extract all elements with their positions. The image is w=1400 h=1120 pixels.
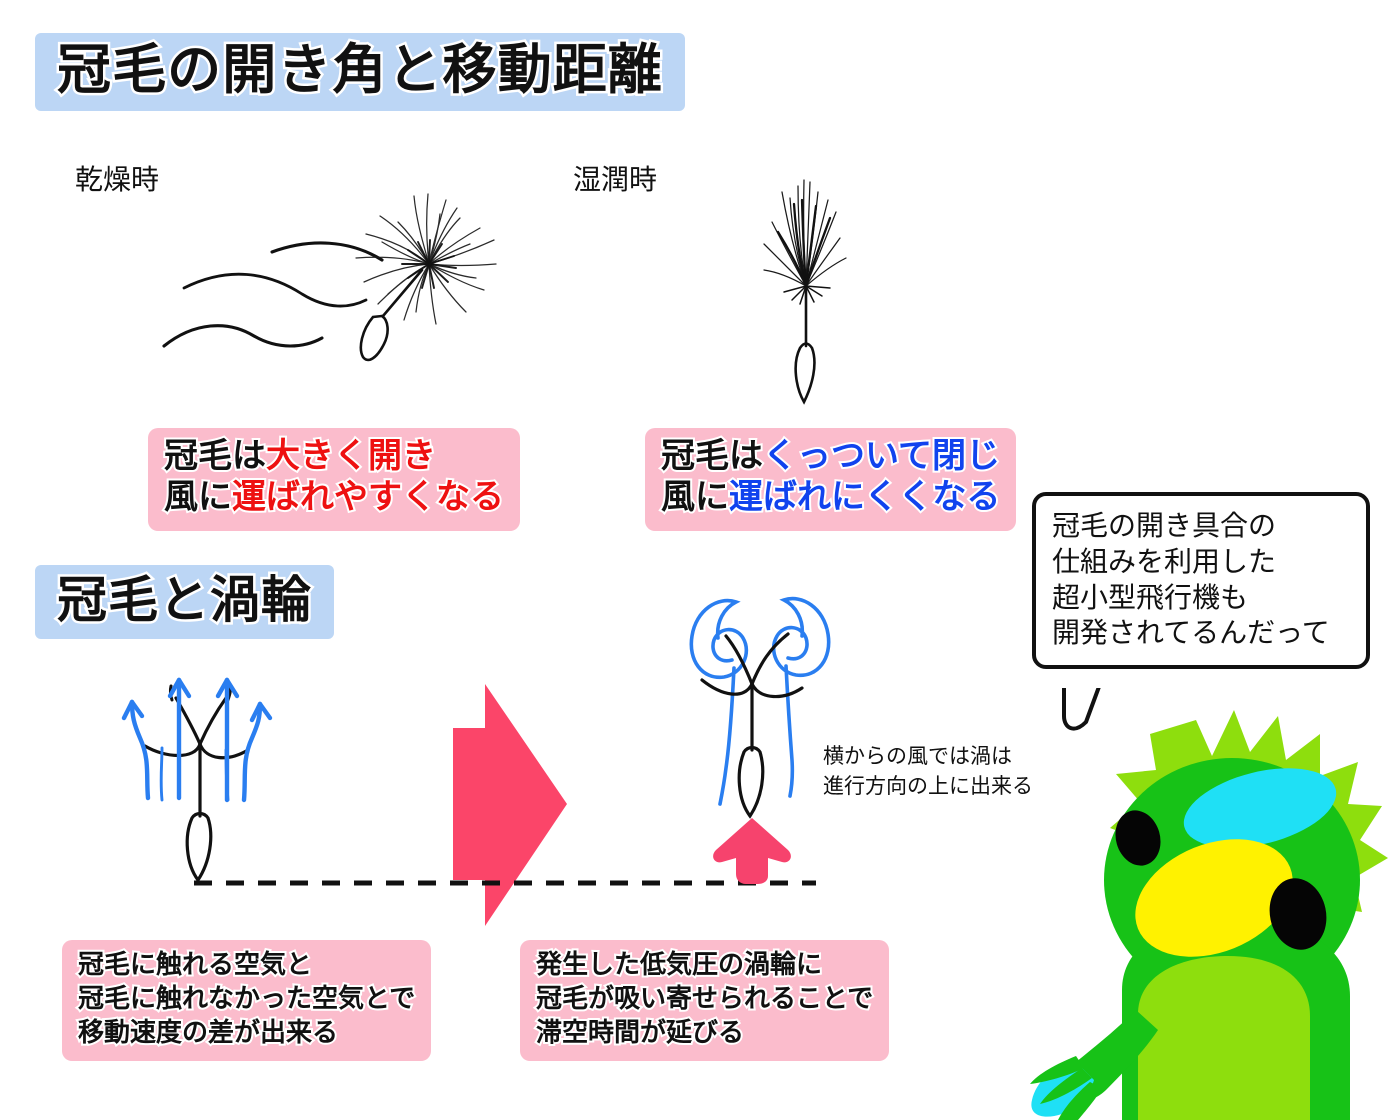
frog-crest (1110, 710, 1388, 948)
callout-speed-line1: 冠毛に触れる空気と (76, 947, 314, 981)
callout-dry: 冠毛は大きく開き 風に運ばれやすくなる (148, 428, 520, 531)
frog-hand-web (1031, 1058, 1094, 1117)
vortex-diagram-right (689, 596, 831, 884)
dandelion-open-figure (162, 193, 497, 362)
callout-speed-line2: 冠毛に触れなかった空気とで (76, 981, 417, 1015)
lift-arrow (713, 818, 791, 884)
callout-vortex-line2: 冠毛が吸い寄せられることで (534, 981, 875, 1015)
dandelion-closed-figure (763, 179, 847, 405)
frog-forehead-patch (1183, 768, 1337, 848)
callout-wet-l1-a: 冠毛は (659, 435, 765, 477)
frog-eye-right (1269, 878, 1327, 950)
frog-arm (1060, 1010, 1158, 1103)
callout-vortex-effect: 発生した低気圧の渦輪に 冠毛が吸い寄せられることで 滞空時間が延びる (520, 940, 890, 1062)
label-dry-condition: 乾燥時 (75, 164, 160, 195)
callout-dry-l1-b: 大きく開き (264, 435, 438, 477)
callout-speed-difference: 冠毛に触れる空気と 冠毛に触れなかった空気とで 移動速度の差が出来る (62, 940, 432, 1062)
callout-dry-l2-b: 運ばれやすくなる (230, 476, 506, 518)
speech-bubble-tail (1062, 682, 1106, 731)
annotation-side-wind: 横からの風では渦は 進行方向の上に出来る (823, 742, 1033, 803)
section-title-vortex: 冠毛と渦輪 (35, 565, 334, 639)
frog-eye-left (1115, 810, 1161, 866)
speech-bubble: 冠毛の開き具合の 仕組みを利用した 超小型飛行機も 開発されてるんだって (1032, 492, 1370, 670)
callout-dry-l1-a: 冠毛は (162, 435, 268, 477)
callout-dry-line1: 冠毛は大きく開き (162, 435, 504, 477)
callout-vortex-line3: 滞空時間が延びる (534, 1015, 746, 1049)
callout-vortex-line1: 発生した低気圧の渦輪に (534, 947, 824, 981)
callout-wet: 冠毛はくっついて閉じ 風に運ばれにくくなる (645, 428, 1017, 531)
callout-wet-l2-b: 運ばれにくくなる (727, 476, 1002, 518)
speech-line-2: 仕組みを利用した (1052, 545, 1277, 577)
airflow-diagram-left (121, 677, 273, 883)
callout-dry-line2: 風に運ばれやすくなる (162, 476, 506, 518)
mascot-frog (1030, 710, 1388, 1120)
transition-arrow (453, 684, 567, 926)
page-title: 冠毛の開き角と移動距離 (35, 33, 685, 111)
frog-head (1104, 758, 1360, 1002)
label-wet-condition: 湿潤時 (573, 164, 658, 195)
callout-dry-l2-a: 風に (162, 476, 234, 518)
frog-belly (1138, 956, 1310, 1120)
callout-wet-line2: 風に運ばれにくくなる (659, 476, 1002, 518)
speech-line-1: 冠毛の開き具合の (1052, 510, 1277, 541)
annotation-side-wind-line2: 進行方向の上に出来る (823, 775, 1033, 799)
frog-fingers (1030, 1056, 1102, 1120)
callout-speed-line3: 移動速度の差が出来る (76, 1015, 340, 1049)
frog-muzzle (1135, 839, 1293, 957)
frog-body (1122, 918, 1350, 1120)
callout-wet-l1-b: くっついて閉じ (761, 435, 1002, 477)
callout-wet-l2-a: 風に (659, 476, 731, 518)
callout-wet-line1: 冠毛はくっついて閉じ (659, 435, 1002, 477)
annotation-side-wind-line1: 横からの風では渦は (823, 745, 1012, 768)
ground-reference-line (194, 880, 816, 886)
speech-line-3: 超小型飛行機も (1052, 581, 1249, 613)
speech-line-4: 開発されてるんだって (1052, 617, 1330, 649)
